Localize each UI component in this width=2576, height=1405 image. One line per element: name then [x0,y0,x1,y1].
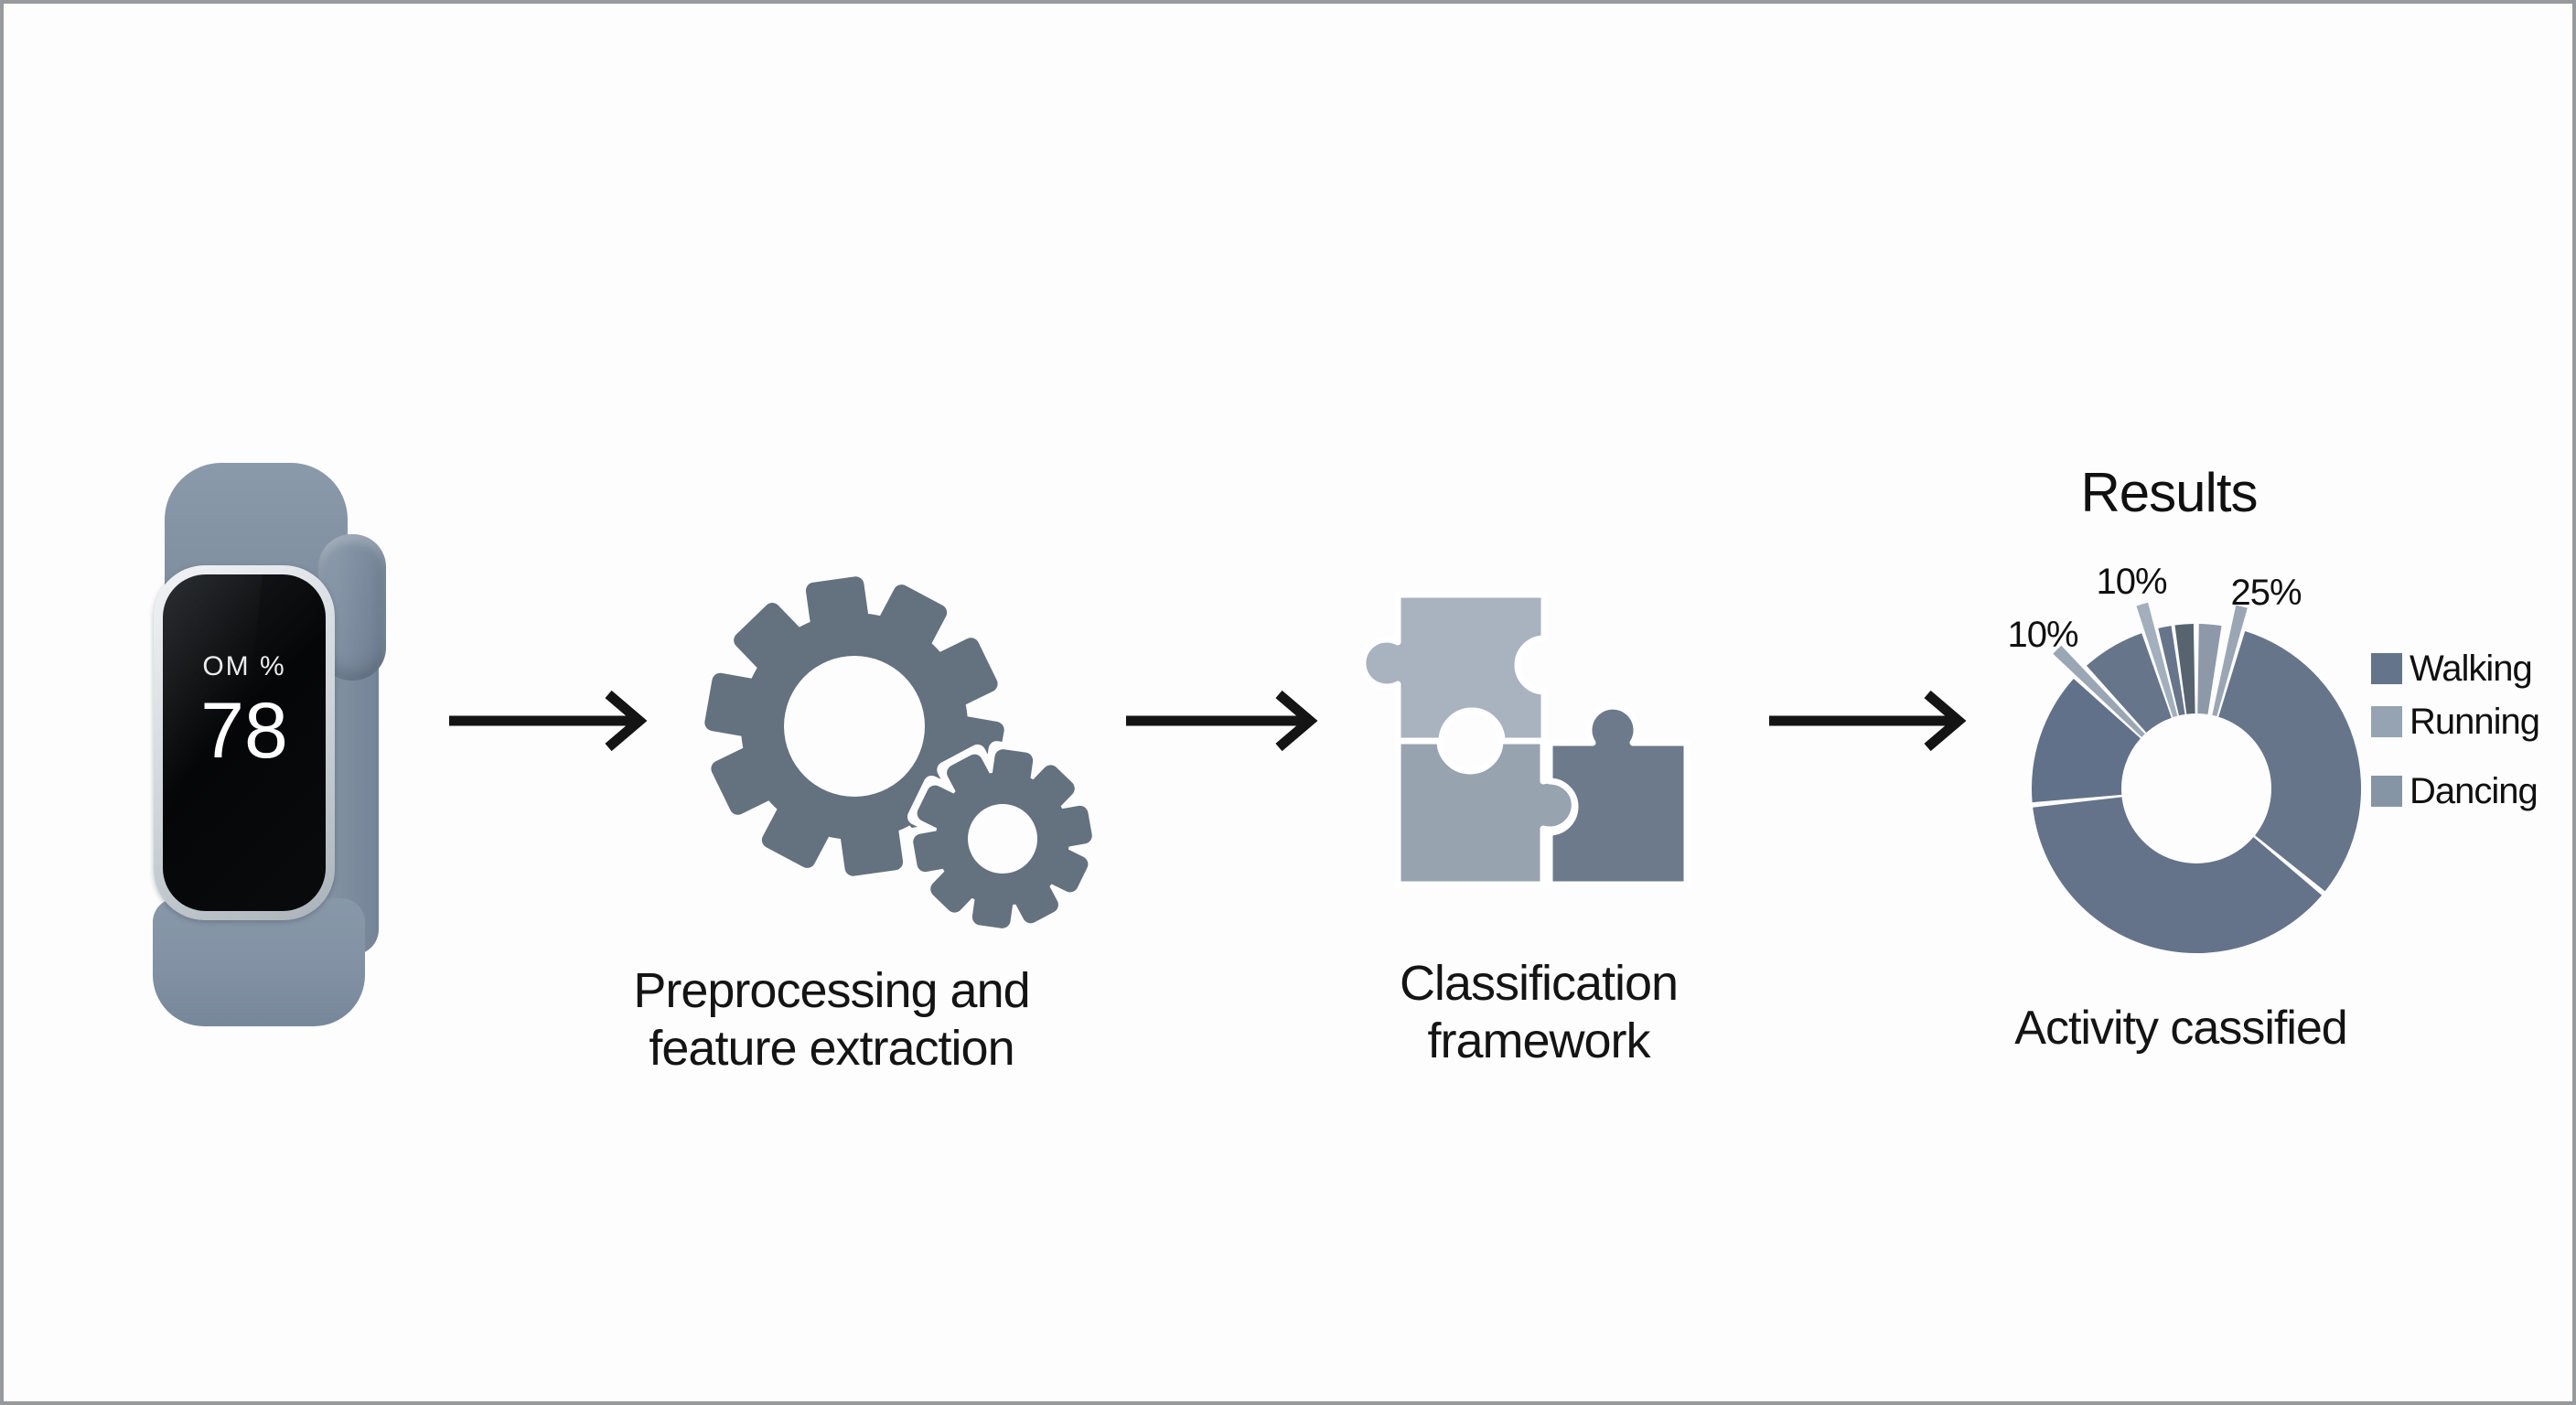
fitness-band: OM % 78 [141,461,397,1046]
results-donut-chart [2031,602,2362,954]
step-label-preprocessing-line1: Preprocessing and [633,963,1030,1018]
gear-0-hole [784,656,925,797]
step-label-preprocessing: Preprocessing and feature extraction [566,962,1097,1077]
watch-screen-metric-label: OM % [202,651,286,681]
puzzle-piece-top-left [1359,591,1548,745]
puzzle-piece-right [1546,702,1690,888]
chart-caption: Activity cassified [2014,1002,2347,1055]
gear-1-hole [968,804,1037,874]
legend-label-running: Running [2410,702,2540,742]
diagram-art [449,576,2362,954]
watch-screen: OM % 78 [163,574,326,911]
legend-swatch-walking [2371,653,2402,684]
step-label-classification-line2: framework [1427,1013,1650,1068]
donut-slice-2 [2212,605,2248,717]
legend-label-walking: Walking [2410,649,2533,689]
flow-arrows [449,690,1967,752]
donut-slice-3 [2218,631,2362,892]
donut-slice-6 [2053,645,2145,737]
step-label-preprocessing-line2: feature extraction [649,1020,1014,1076]
donut-slice-1 [2197,624,2222,714]
watch-screen-value: 78 [200,687,288,775]
legend-item-dancing: Dancing [2371,771,2538,811]
legend-swatch-dancing [2371,776,2402,807]
puzzle-icon [1359,591,1690,888]
arrow-2-head [1924,690,1967,752]
legend-label-dancing: Dancing [2410,771,2538,811]
donut-slice-0 [2174,624,2195,714]
step-label-classification-line1: Classification [1399,956,1679,1011]
donut-slice-8 [2136,602,2178,718]
data-label-25pct: 25% [2230,573,2302,613]
donut-slice-9 [2158,626,2185,716]
arrow-0-head [605,690,648,752]
step-label-classification: Classification framework [1328,955,1749,1069]
data-label-10pct-left: 10% [2007,615,2078,655]
data-label-10pct-top: 10% [2096,562,2167,602]
donut-slice-4 [2033,797,2323,954]
watch-bezel: OM % 78 [154,565,335,920]
chart-title: Results [2080,462,2258,523]
arrow-1-head [1275,690,1318,752]
donut-slice-7 [2087,633,2172,733]
donut-slice-5 [2031,679,2141,803]
legend-swatch-running [2371,706,2402,737]
legend-item-walking: Walking [2371,649,2533,689]
gears-icon [704,576,1101,937]
legend-item-running: Running [2371,702,2540,742]
